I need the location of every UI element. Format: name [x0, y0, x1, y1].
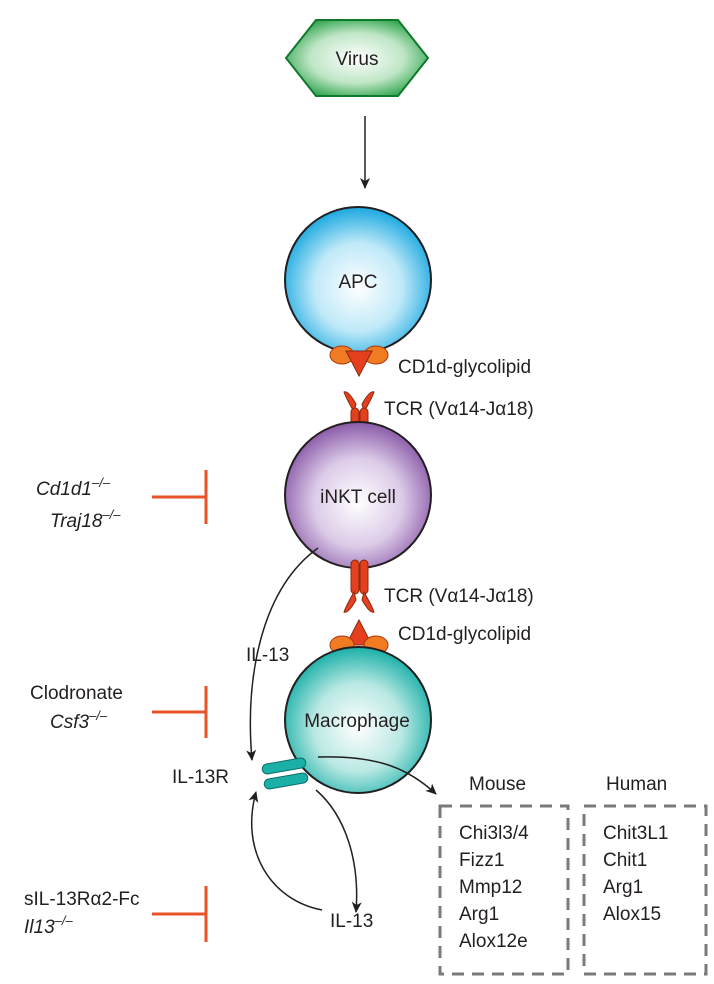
svg-text:Cd1d1–/–: Cd1d1–/–: [36, 475, 111, 500]
inhibitor-label-macrophage: Clodronate Csf3–/–: [30, 683, 123, 733]
inhibition-bar-macrophage: [152, 686, 208, 738]
cd1d-top-label: CD1d-glycolipid: [398, 357, 531, 378]
gene-item: Fizz1: [459, 850, 504, 871]
macrophage-to-genes-arrow: [317, 756, 437, 795]
inhibitor-label-inkt: Cd1d1–/– Traj18–/–: [36, 475, 121, 532]
gene-item: Arg1: [603, 877, 643, 898]
apc-label: APC: [338, 272, 377, 293]
human-gene-list: Chit3L1 Chit1 Arg1 Alox15: [603, 823, 669, 925]
gene-item: Mmp12: [459, 877, 522, 898]
il13-lower-label: IL-13: [330, 911, 373, 932]
gene-item: Arg1: [459, 904, 499, 925]
gene-item: Chit1: [603, 850, 647, 871]
macrophage-label: Macrophage: [304, 711, 410, 732]
cd1d-complex-top: [329, 345, 389, 378]
mouse-gene-list: Chi3l3/4 Fizz1 Mmp12 Arg1 Alox12e: [459, 823, 529, 952]
inhibitor-label-il13: sIL-13Rα2-Fc Il13–/–: [24, 889, 140, 938]
svg-text:Il13–/–: Il13–/–: [24, 913, 73, 938]
human-header: Human: [606, 774, 667, 795]
apc-cell: APC: [284, 206, 432, 354]
svg-text:sIL-13Rα2-Fc: sIL-13Rα2-Fc: [24, 889, 140, 910]
inkt-label: iNKT cell: [320, 487, 396, 508]
svg-text:Csf3–/–: Csf3–/–: [50, 708, 108, 733]
tcr-bottom: [343, 559, 375, 613]
il13-receptor: [261, 757, 309, 790]
cd1d-bottom-label: CD1d-glycolipid: [398, 624, 531, 645]
il13-feedback-arrow: [248, 791, 323, 911]
macrophage-cell: Macrophage: [284, 646, 432, 794]
mouse-gene-box: [438, 804, 570, 976]
virus-node: Virus: [284, 19, 430, 97]
human-gene-box: [582, 804, 708, 976]
tcr-top-label: TCR (Vα14-Jα18): [384, 399, 534, 420]
virus-label: Virus: [336, 49, 379, 70]
inhibition-bar-inkt: [152, 470, 208, 524]
gene-item: Chi3l3/4: [459, 823, 529, 844]
svg-text:Traj18–/–: Traj18–/–: [50, 507, 121, 532]
il13r-label: IL-13R: [172, 767, 229, 788]
tcr-bottom-label: TCR (Vα14-Jα18): [384, 586, 534, 607]
gene-item: Alox12e: [459, 931, 528, 952]
inhibition-bar-il13: [152, 886, 208, 942]
macrophage-il13-secretion-arrow: [315, 789, 362, 913]
gene-item: Alox15: [603, 904, 661, 925]
gene-item: Chit3L1: [603, 823, 669, 844]
inkt-cell: iNKT cell: [284, 421, 432, 569]
svg-text:Clodronate: Clodronate: [30, 683, 123, 704]
inkt-il13-arrow: [246, 547, 319, 761]
il13-upper-label: IL-13: [246, 645, 289, 666]
mouse-header: Mouse: [469, 774, 526, 795]
